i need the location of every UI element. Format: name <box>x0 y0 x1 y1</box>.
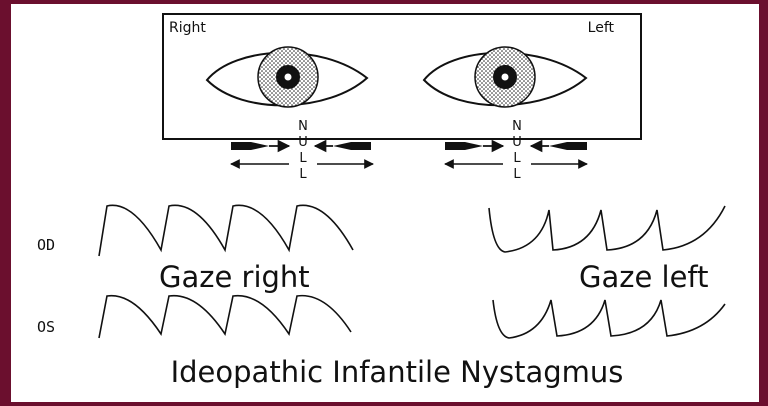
os-trace-gaze-right <box>99 296 351 338</box>
null-letter: L <box>513 167 521 182</box>
diagram-svg: Right Left N U L L N U L L <box>11 4 759 402</box>
null-letter: L <box>299 151 307 166</box>
os-label: OS <box>37 318 55 336</box>
gaze-left-label: Gaze left <box>579 260 709 294</box>
null-letter: U <box>512 135 522 150</box>
left-eye <box>424 47 586 107</box>
null-point-left: N U L L <box>512 119 522 182</box>
label-right: Right <box>169 20 206 36</box>
os-trace-gaze-left <box>493 300 725 338</box>
null-letter: L <box>299 167 307 182</box>
left-pupil-highlight <box>502 74 509 81</box>
od-trace-gaze-left <box>489 206 725 252</box>
gaze-right-label: Gaze right <box>159 260 310 294</box>
od-trace-gaze-right <box>99 205 353 256</box>
figure-canvas: Right Left N U L L N U L L <box>11 4 759 402</box>
slow-phase-block <box>445 142 483 150</box>
null-letter: U <box>298 135 308 150</box>
right-eye <box>207 47 367 107</box>
slow-phase-block <box>549 142 587 150</box>
null-letter: L <box>513 151 521 166</box>
label-left: Left <box>588 20 615 36</box>
null-point-right: N U L L <box>298 119 308 182</box>
null-letter: N <box>298 119 308 134</box>
slow-phase-block <box>333 142 371 150</box>
slow-phase-block <box>231 142 269 150</box>
od-label: OD <box>37 236 55 254</box>
right-pupil-highlight <box>285 74 292 81</box>
figure-caption: Ideopathic Infantile Nystagmus <box>171 355 624 389</box>
null-letter: N <box>512 119 522 134</box>
